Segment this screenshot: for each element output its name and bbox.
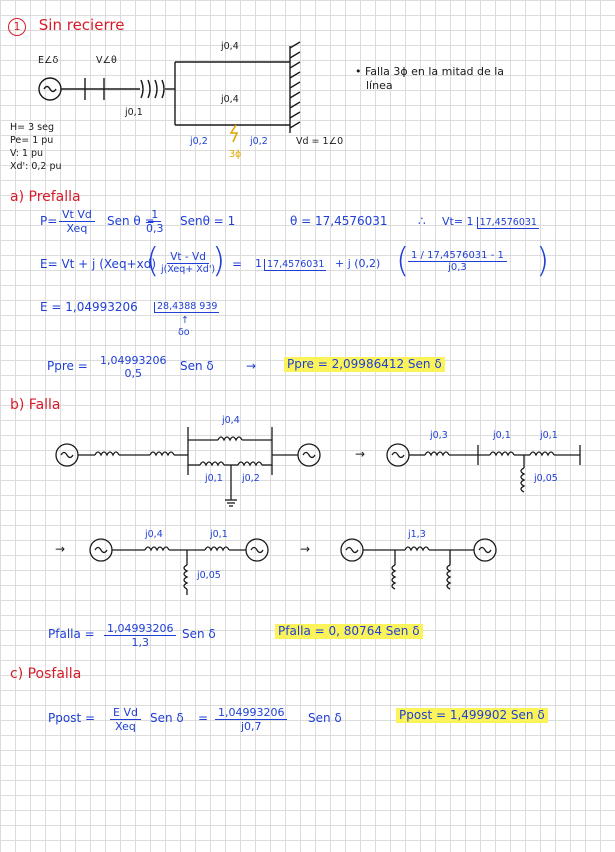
e-equals: = xyxy=(232,257,243,271)
e-rhs-mid: + j (0,2) xyxy=(335,257,381,270)
e-rhs-fraction-den: j0,3 xyxy=(448,262,467,273)
p-lhs: P= xyxy=(40,214,58,228)
e-fraction: Vt - Vd j(Xeq+ Xd') xyxy=(158,251,218,275)
c2-label-d: j0,05 xyxy=(534,473,558,484)
e-result: E = 1,04993206 xyxy=(40,300,138,314)
pfalla-sen: Sen δ xyxy=(182,627,216,641)
c1-label-l2: j0,2 xyxy=(242,473,260,484)
p-fraction2-den: 0,3 xyxy=(146,222,164,235)
e-rhs-paren-close: ) xyxy=(536,241,550,281)
label-fault-3phi: 3ϕ xyxy=(229,149,242,160)
c2-label-c: j0,1 xyxy=(540,430,558,441)
e-rhs-fraction: 1 / 17,4576031 - 1 j0,3 xyxy=(408,250,507,273)
section-a-label: a) Prefalla xyxy=(10,189,81,205)
c2-label-a: j0,3 xyxy=(430,430,448,441)
c1-label-l1: j0,1 xyxy=(205,473,223,484)
label-vtr: V∠θ xyxy=(96,55,117,66)
p-fraction2-num: 1 xyxy=(148,208,162,222)
ppre-fraction-num: 1,04993206 xyxy=(100,354,167,367)
label-x-half-left: j0,2 xyxy=(190,136,208,147)
label-x-line-top: j0,4 xyxy=(221,41,239,52)
pfalla-lhs: Pfalla = xyxy=(48,627,95,641)
p-fraction: Vt Vd Xeq xyxy=(59,208,95,235)
e-rhs-fraction-num: 1 / 17,4576031 - 1 xyxy=(408,250,507,262)
e-result-arrow: ↑ xyxy=(181,315,189,326)
ppre-fraction-den: 0,5 xyxy=(124,367,142,380)
e-paren-open: ( xyxy=(146,241,160,281)
section-c-label: c) Posfalla xyxy=(10,666,82,682)
param-h: H= 3 seg xyxy=(10,122,55,133)
ppost-fraction2-den: j0,7 xyxy=(240,720,262,733)
p-fraction2: 1 0,3 xyxy=(143,208,167,235)
ppost-lhs: Ppost = xyxy=(48,711,96,725)
c2-label-b: j0,1 xyxy=(493,430,511,441)
label-eg: E∠δ xyxy=(38,55,59,66)
ppost-fraction-den: Xeq xyxy=(115,720,136,733)
e-rhs1-mag: 1 xyxy=(255,257,262,270)
ppre-arrow: → xyxy=(246,359,257,373)
ppost-sen: Sen δ xyxy=(150,711,184,725)
theta-value: θ = 17,4576031 xyxy=(290,214,388,228)
pfalla-result: Pfalla = 0, 80764 Sen δ xyxy=(275,624,423,640)
ppost-fraction2-num: 1,04993206 xyxy=(215,706,288,720)
ppost-fraction: E Vd Xeq xyxy=(110,706,141,733)
ppre-fraction: 1,04993206 0,5 xyxy=(97,354,169,380)
e-rhs-paren-open: ( xyxy=(396,241,410,281)
c3-arrow: → xyxy=(55,542,66,556)
pfalla-fraction-num: 1,04993206 xyxy=(104,622,177,636)
e-fraction-den: j(Xeq+ Xd') xyxy=(161,264,216,275)
note-line2: línea xyxy=(366,79,393,92)
pfalla-fraction-den: 1,3 xyxy=(131,636,149,649)
param-xd: Xd': 0,2 pu xyxy=(10,161,62,172)
heading-number: 1 xyxy=(8,18,26,36)
c3-label-c: j0,05 xyxy=(197,570,221,581)
c4-arrow: → xyxy=(300,542,311,556)
param-v: V: 1 pu xyxy=(10,148,44,159)
e-fraction-num: Vt - Vd xyxy=(167,251,209,264)
vt-lhs: Vt= 1 xyxy=(442,215,474,228)
p-fraction-num: Vt Vd xyxy=(59,208,95,222)
ppost-equals: = xyxy=(198,711,209,725)
section-b-label: b) Falla xyxy=(10,397,61,413)
p-sen: Sen θ = xyxy=(107,214,155,228)
c1-arrow: → xyxy=(355,447,366,461)
label-x-trafo: j0,1 xyxy=(125,107,143,118)
vt-angle: 17,4576031 xyxy=(476,217,539,229)
heading-title: Sin recierre xyxy=(38,16,125,34)
label-x-half-right: j0,2 xyxy=(250,136,268,147)
ppre-lhs: Ppre = xyxy=(47,359,88,373)
p-fraction-den: Xeq xyxy=(66,222,88,235)
e-result-angle: 28,4388 939 xyxy=(154,301,220,314)
label-x-line-mid: j0,4 xyxy=(221,94,239,105)
ppost-result: Ppost = 1,499902 Sen δ xyxy=(396,708,548,724)
label-bus-inf: Vd = 1∠0 xyxy=(296,136,344,147)
c3-label-b: j0,1 xyxy=(210,529,228,540)
ppre-sen: Sen δ xyxy=(180,359,214,373)
c4-label-a: j1,3 xyxy=(408,529,426,540)
ppost-fraction-num: E Vd xyxy=(110,706,141,720)
heading: 1 Sin recierre xyxy=(8,17,124,36)
param-pe: Pe= 1 pu xyxy=(10,135,54,146)
ppost-sen2: Sen δ xyxy=(308,711,342,725)
ppre-result: Ppre = 2,09986412 Sen δ xyxy=(284,357,445,373)
c1-label-top: j0,4 xyxy=(222,415,240,426)
therefore-symbol: ∴ xyxy=(418,214,426,228)
ppost-fraction2: 1,04993206 j0,7 xyxy=(215,706,288,733)
p-sen2: Senθ = 1 xyxy=(180,214,236,228)
e-rhs1-angle: 17,4576031 xyxy=(264,259,327,271)
e-lhs: E= Vt + j (Xeq+xd) xyxy=(40,257,157,271)
e-paren-close: ) xyxy=(212,241,226,281)
c3-label-a: j0,4 xyxy=(145,529,163,540)
e-result-delta0: δo xyxy=(178,327,190,338)
generator-symbol xyxy=(38,77,62,101)
note-line1: • Falla 3ϕ en la mitad de la xyxy=(355,65,505,78)
pfalla-fraction: 1,04993206 1,3 xyxy=(104,622,177,649)
